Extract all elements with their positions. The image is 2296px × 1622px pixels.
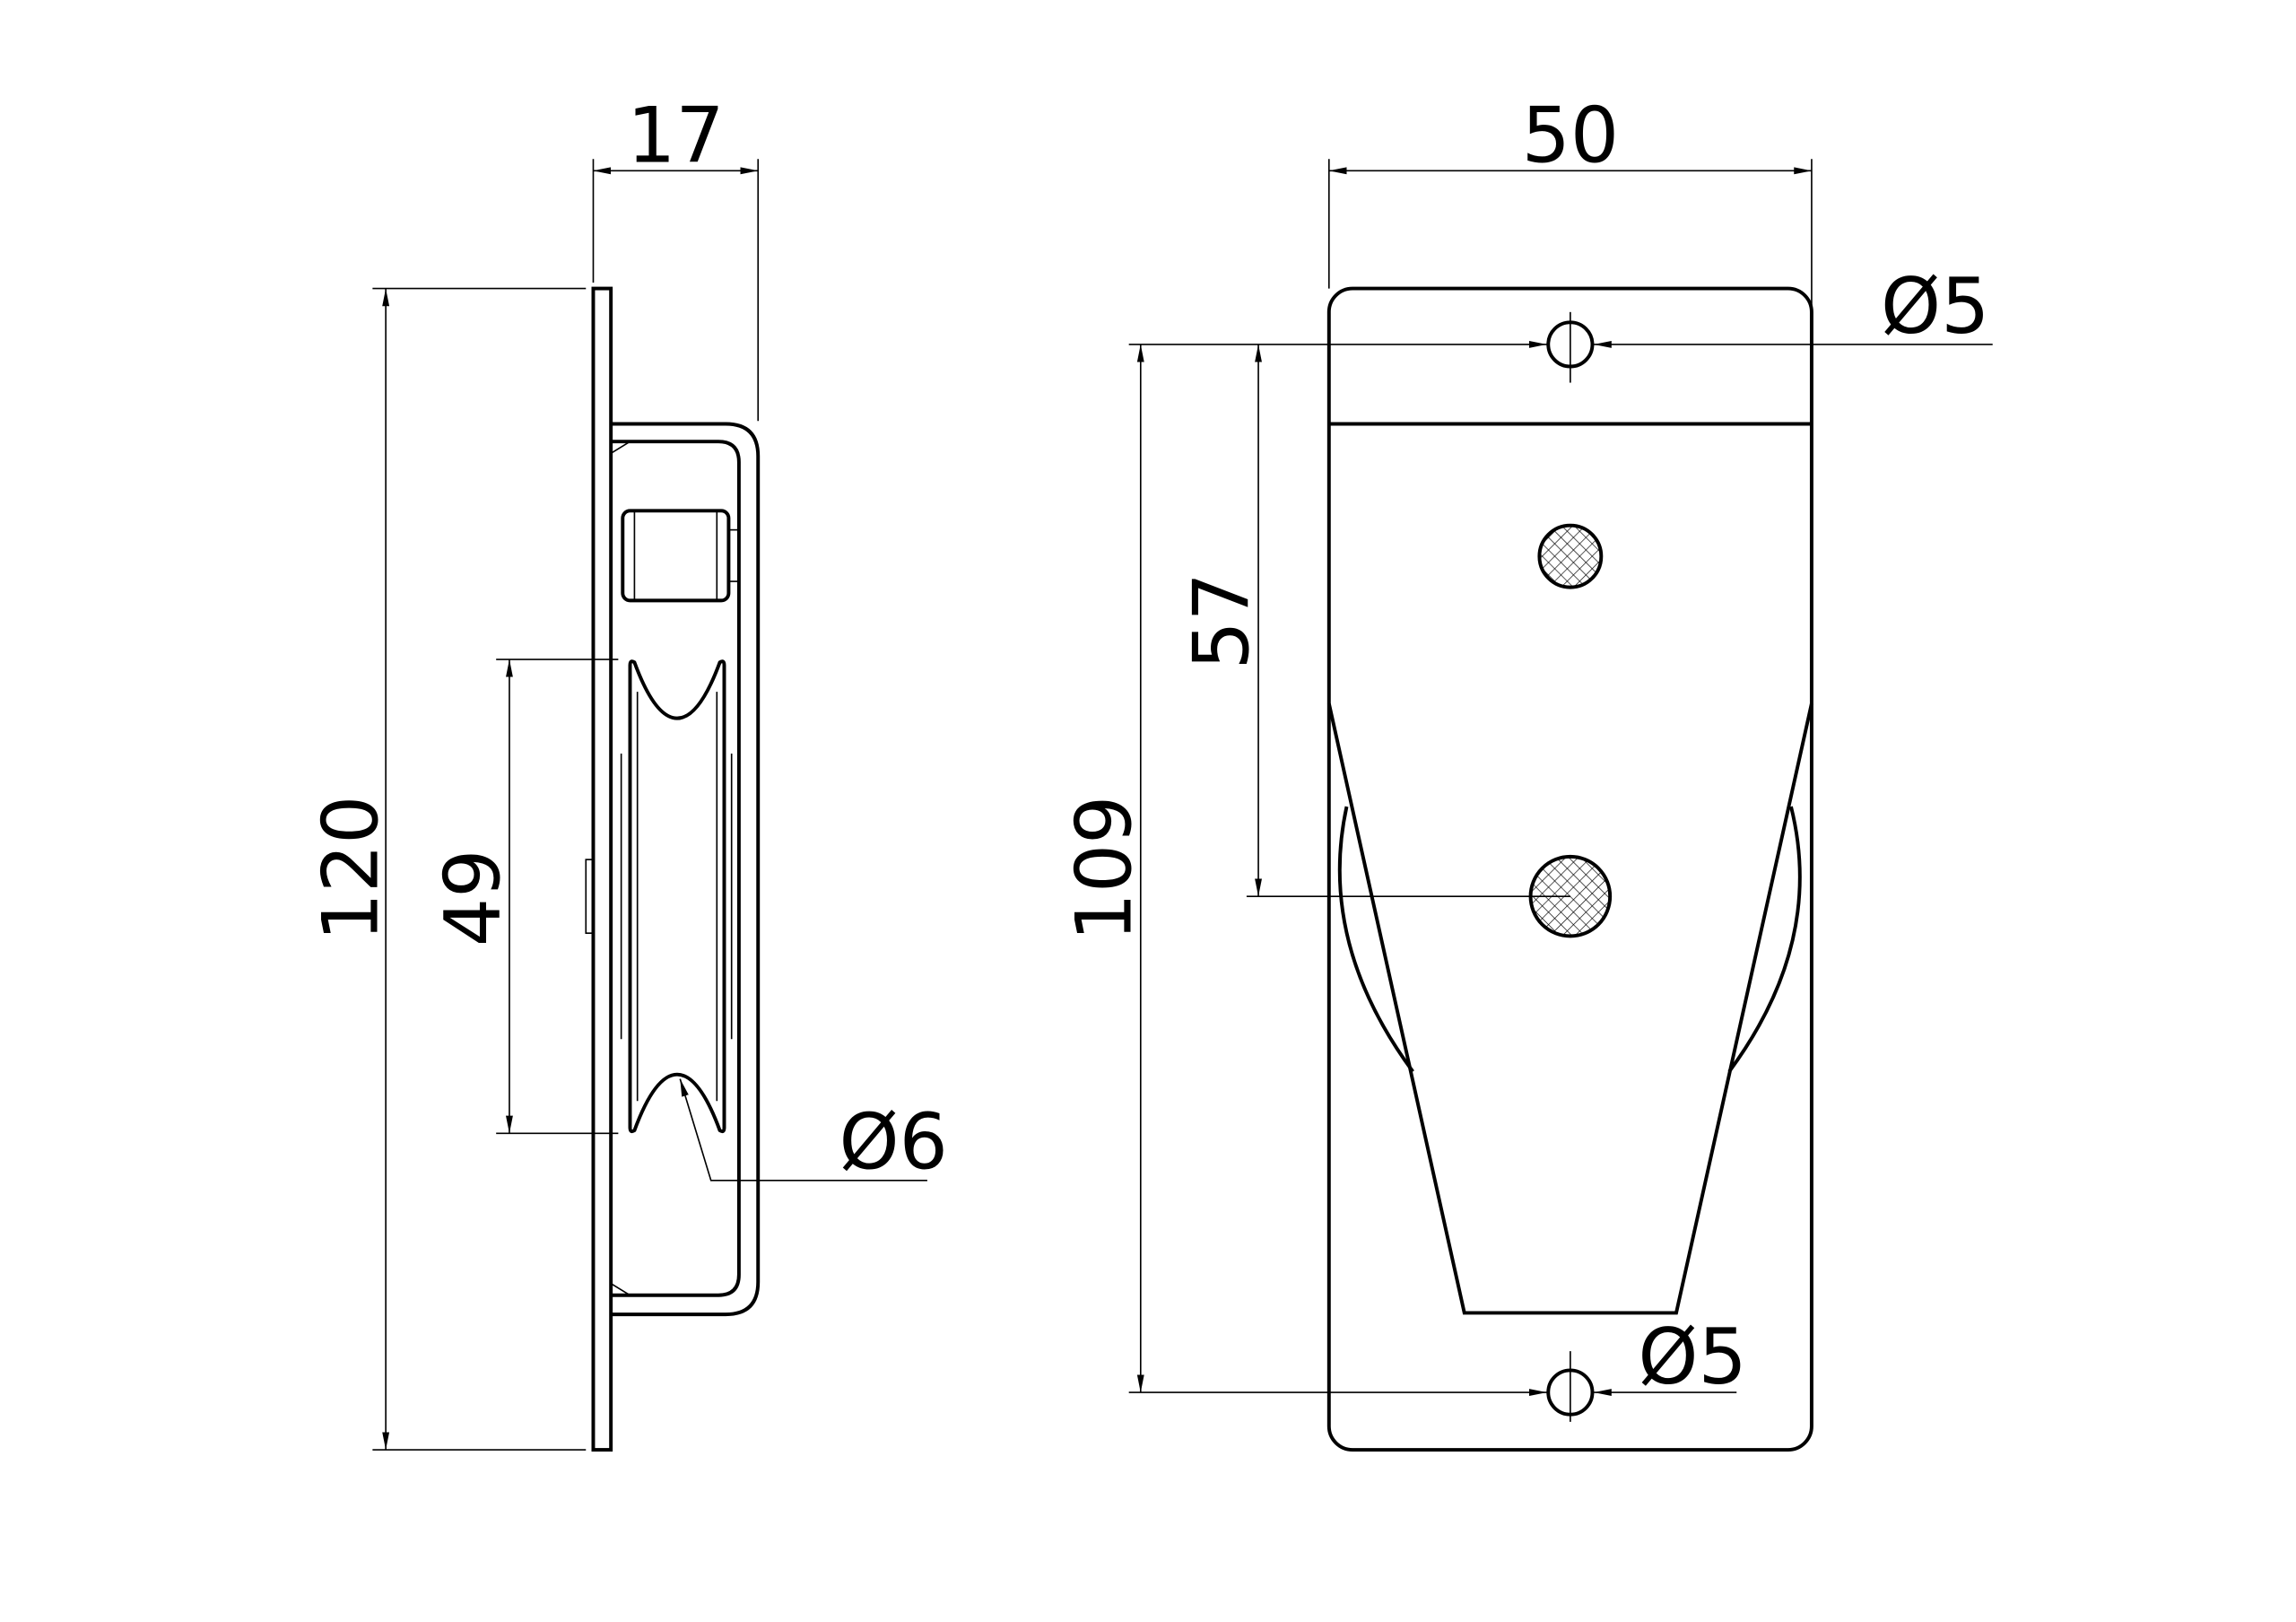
dim-top-hole-diameter: Ø5 [1881, 263, 1989, 352]
dim-axle-57: 57 [1178, 572, 1267, 670]
rivet-upper [1537, 523, 1604, 589]
dim-height-120: 120 [307, 796, 396, 942]
housing-outer [611, 422, 761, 1317]
dim-wheel-49: 49 [429, 850, 517, 947]
housing-inner [611, 440, 741, 1297]
dim-hole-spacing-109: 109 [1060, 796, 1149, 942]
side-view: 17 120 49 Ø6 [307, 92, 948, 1452]
bracket-trapezoid [1326, 702, 1813, 1315]
dim-bottom-hole-diameter: Ø5 [1638, 1313, 1746, 1402]
mounting-plate [591, 286, 613, 1452]
front-plate [1326, 286, 1813, 1452]
axle-block [621, 509, 731, 603]
pulley-wheel [585, 659, 733, 1134]
dim-width-50: 50 [1522, 92, 1620, 180]
wheel-arc-right [1727, 806, 1802, 1073]
dim-groove-diameter: Ø6 [839, 1099, 947, 1188]
front-view: 50 Ø5 109 57 Ø5 [1060, 92, 1993, 1452]
wheel-arc-left [1337, 806, 1414, 1073]
dim-width-17: 17 [627, 92, 725, 180]
